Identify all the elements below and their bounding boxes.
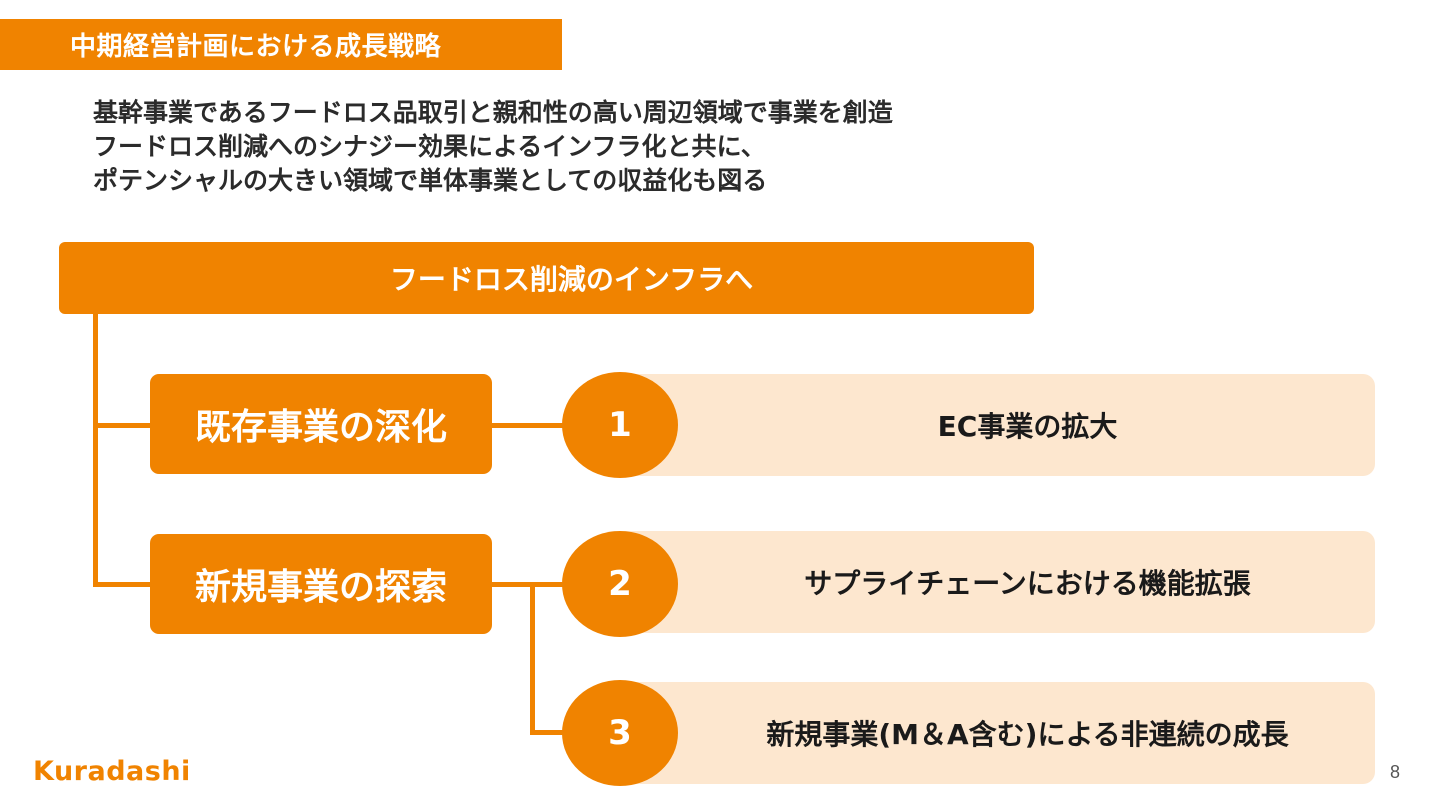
- intro-text: 基幹事業であるフードロス品取引と親和性の高い周辺領域で事業を創造 フードロス削減…: [93, 96, 1093, 198]
- item-number-circle-2: 2: [562, 531, 678, 637]
- connector-item-2: [492, 582, 564, 587]
- intro-line: 基幹事業であるフードロス品取引と親和性の高い周辺領域で事業を創造: [93, 98, 893, 127]
- item-bar-1: EC事業の拡大: [600, 374, 1375, 476]
- connector-item-1: [492, 423, 564, 428]
- connector-trunk: [93, 314, 98, 586]
- page-number: 8: [1390, 762, 1401, 782]
- item-number: 2: [608, 564, 632, 604]
- item-number: 1: [608, 405, 632, 445]
- item-number-circle-1: 1: [562, 372, 678, 478]
- item-number-circle-3: 3: [562, 680, 678, 786]
- category-new-business: 新規事業の探索: [150, 534, 492, 634]
- connector-branch-1: [93, 423, 151, 428]
- item-bar-2: サプライチェーンにおける機能拡張: [600, 531, 1375, 633]
- category-label: 新規事業の探索: [194, 567, 447, 608]
- brand-logo: Kuradashi: [33, 756, 191, 787]
- title-band: 中期経営計画における成長戦略: [0, 19, 562, 70]
- intro-line: フードロス削減へのシナジー効果によるインフラ化と共に、: [93, 132, 766, 161]
- item-bar-3: 新規事業(M＆A含む)による非連続の成長: [600, 682, 1375, 784]
- root-node-label: フードロス削減のインフラへ: [389, 263, 754, 296]
- item-label: EC事業の拡大: [937, 410, 1118, 443]
- item-number: 3: [608, 713, 632, 753]
- item-label: サプライチェーンにおける機能拡張: [804, 567, 1251, 600]
- page-title: 中期経営計画における成長戦略: [70, 32, 442, 62]
- category-existing-business: 既存事業の深化: [150, 374, 492, 474]
- root-node: フードロス削減のインフラへ: [59, 242, 1034, 314]
- connector-item-3: [530, 730, 564, 735]
- item-label: 新規事業(M＆A含む)による非連続の成長: [766, 718, 1289, 751]
- connector-sub-trunk: [530, 582, 535, 734]
- intro-line: ポテンシャルの大きい領域で単体事業としての収益化も図る: [93, 166, 768, 195]
- category-label: 既存事業の深化: [194, 407, 447, 448]
- connector-branch-2: [93, 582, 151, 587]
